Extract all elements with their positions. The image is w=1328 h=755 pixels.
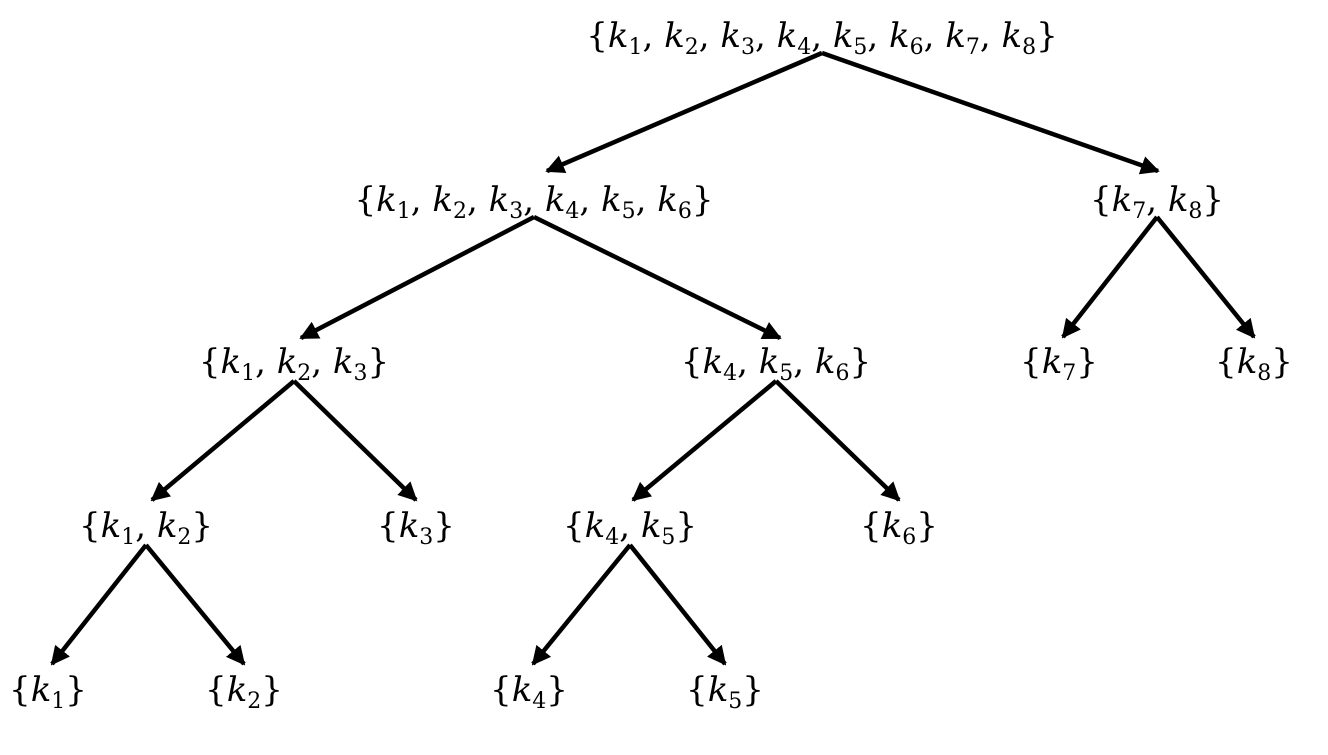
node-label-root: {k1, k2, k3, k4, k5, k6, k7, k8}	[586, 16, 1058, 60]
edge-arrow-n7-8-to-n8	[1155, 215, 1256, 339]
node-label-n2: {k2}	[205, 670, 283, 714]
edges-group	[50, 50, 1256, 666]
node-label-n6: {k6}	[860, 506, 938, 550]
edge-arrow-n4-6-to-n4-5	[631, 379, 778, 502]
node-label-n1-3: {k1, k2, k3}	[199, 342, 389, 386]
node-label-n1-6: {k1, k2, k3, k4, k5, k6}	[354, 180, 713, 224]
edge-arrow-n1-6-to-n1-3	[299, 215, 536, 340]
node-label-n4-5: {k4, k5}	[563, 506, 697, 550]
node-label-n1: {k1}	[9, 670, 87, 714]
node-label-n5: {k5}	[686, 670, 764, 714]
edge-arrow-n4-5-to-n5	[628, 543, 727, 666]
node-label-n3: {k3}	[377, 506, 455, 550]
edge-arrow-n4-6-to-n6	[774, 379, 901, 502]
node-label-n4-6: {k4, k5, k6}	[681, 342, 871, 386]
edge-arrow-n1-2-to-n1	[50, 543, 148, 666]
edge-arrow-n1-3-to-n1-2	[150, 379, 296, 502]
edge-arrow-n1-6-to-n4-6	[533, 214, 782, 341]
node-label-n7: {k7}	[1020, 342, 1098, 386]
node-label-n7-8: {k7, k8}	[1090, 180, 1224, 224]
edge-arrow-n4-5-to-n4	[531, 543, 632, 666]
node-label-n4: {k4}	[490, 670, 568, 714]
node-label-n8: {k8}	[1215, 342, 1293, 386]
edge-arrow-n1-3-to-n3	[292, 379, 418, 502]
node-label-n1-2: {k1, k2}	[79, 506, 213, 550]
edge-arrow-n7-8-to-n7	[1061, 215, 1159, 339]
edge-arrow-root-to-n7-8	[821, 50, 1160, 175]
edge-arrow-n1-2-to-n2	[144, 543, 246, 666]
edge-arrow-root-to-n1-6	[545, 50, 823, 174]
nodes-group: {k1, k2, k3, k4, k5, k6, k7, k8} {k1, k2,…	[9, 16, 1293, 714]
